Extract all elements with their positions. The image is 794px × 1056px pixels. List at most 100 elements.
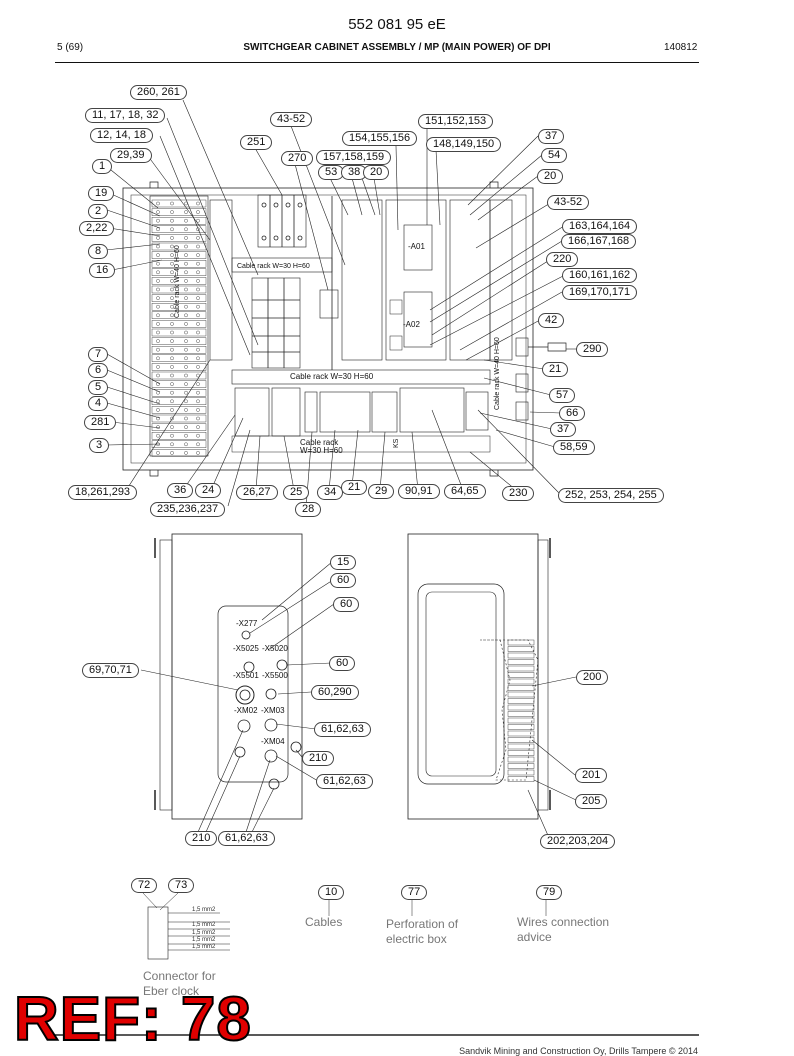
cabinet-outline <box>122 187 534 471</box>
callout-270: 270 <box>281 151 314 166</box>
callout-200: 200 <box>576 670 609 685</box>
callout-4: 4 <box>88 396 109 411</box>
callout-210-a: 210 <box>302 751 335 766</box>
svg-text:1,5 mm2: 1,5 mm2 <box>192 937 216 943</box>
callout-15: 15 <box>330 555 357 570</box>
callout-60-c: 60 <box>329 656 356 671</box>
callout-157: 157,158,159 <box>316 150 392 165</box>
page-title: SWITCHGEAR CABINET ASSEMBLY / MP (MAIN P… <box>243 42 551 53</box>
callout-21: 21 <box>542 362 569 377</box>
callout-252: 252, 253, 254, 255 <box>558 488 664 503</box>
svg-text:1,5 mm2: 1,5 mm2 <box>192 930 216 936</box>
cable-rack-label-top: Cable rack W=30 H=60 <box>237 263 310 270</box>
callout-29-39: 29,39 <box>110 148 152 163</box>
footer-copyright: Sandvik Mining and Construction Oy, Dril… <box>459 1046 698 1056</box>
callout-25: 25 <box>283 485 310 500</box>
callout-6: 6 <box>88 363 109 378</box>
callout-72: 72 <box>131 878 158 893</box>
page-number: 5 (69) <box>57 42 84 53</box>
perforation-label-1: Perforation of <box>386 917 459 931</box>
callout-16: 16 <box>89 263 116 278</box>
callout-42: 42 <box>538 313 565 328</box>
callout-73: 73 <box>168 878 195 893</box>
callout-220: 220 <box>546 252 579 267</box>
svg-text:1,5 mm2: 1,5 mm2 <box>192 907 216 913</box>
callout-210-b: 210 <box>185 831 218 846</box>
connector-label-1: Connector for <box>143 969 216 983</box>
ref-stamp: REF: 78 <box>13 984 252 1055</box>
callout-163: 163,164,164 <box>562 219 638 234</box>
label-x277: -X277 <box>236 619 258 628</box>
callout-235: 235,236,237 <box>150 502 226 517</box>
callout-169: 169,170,171 <box>562 285 638 300</box>
callout-60-290: 60,290 <box>311 685 359 700</box>
label-xm04: -XM04 <box>261 737 285 746</box>
callout-43-52-right: 43-52 <box>547 195 590 210</box>
label-xm02: -XM02 <box>234 706 258 715</box>
label-x5500: -X5500 <box>262 671 288 680</box>
label-x5020: -X5020 <box>262 644 288 653</box>
callout-151: 151,152,153 <box>418 114 494 129</box>
callout-205: 205 <box>575 794 608 809</box>
callout-10: 10 <box>318 885 345 900</box>
callout-58-59: 58,59 <box>553 440 595 455</box>
svg-text:1,5 mm2: 1,5 mm2 <box>192 922 216 928</box>
callout-21-bottom: 21 <box>341 480 368 495</box>
callout-28: 28 <box>295 502 322 517</box>
perforation-label-2: electric box <box>386 932 447 946</box>
callout-77: 77 <box>401 885 428 900</box>
date-code: 140812 <box>664 42 698 53</box>
wires-label-2: advice <box>517 930 552 944</box>
callout-61-b: 61,62,63 <box>316 774 373 789</box>
callout-54: 54 <box>541 148 568 163</box>
callout-36: 36 <box>167 483 194 498</box>
callout-201: 201 <box>575 768 608 783</box>
svg-text:1,5 mm2: 1,5 mm2 <box>192 944 216 950</box>
label-x5501: -X5501 <box>233 671 259 680</box>
callout-61-c: 61,62,63 <box>218 831 275 846</box>
cable-rack-label-right: Cable rack W=40 H=60 <box>494 337 501 410</box>
callout-37-b: 37 <box>550 422 577 437</box>
ks-label: KS <box>393 438 400 448</box>
door-terminal-block <box>507 639 535 782</box>
callout-60-b: 60 <box>333 597 360 612</box>
callout-166: 166,167,168 <box>561 234 637 249</box>
callout-230: 230 <box>502 486 535 501</box>
callout-66: 66 <box>559 406 586 421</box>
connector-label-2: Eber clock <box>143 984 200 998</box>
callout-281: 281 <box>84 415 117 430</box>
callout-26-27: 26,27 <box>236 485 278 500</box>
callout-202: 202,203,204 <box>540 834 616 849</box>
callout-60-a: 60 <box>330 573 357 588</box>
callout-57: 57 <box>549 388 576 403</box>
callout-79: 79 <box>536 885 563 900</box>
cable-rack-label-bottom: Cable rack <box>300 438 339 447</box>
callout-251: 251 <box>240 135 273 150</box>
callout-5: 5 <box>88 380 109 395</box>
callout-260: 260, 261 <box>130 85 187 100</box>
label-x5025: -X5025 <box>233 644 259 653</box>
callout-53: 53 <box>318 165 345 180</box>
callout-64-65: 64,65 <box>444 484 486 499</box>
callout-29-bottom: 29 <box>368 484 395 499</box>
header-rule <box>55 62 699 63</box>
callout-8: 8 <box>88 244 109 259</box>
callout-24: 24 <box>195 483 222 498</box>
callout-43-52-top: 43-52 <box>270 112 313 127</box>
callout-20-b: 20 <box>537 169 564 184</box>
callout-20-a: 20 <box>363 165 390 180</box>
callout-19: 19 <box>88 186 115 201</box>
callout-148: 148,149,150 <box>426 137 502 152</box>
callout-2: 2 <box>88 204 109 219</box>
cable-rack-label-left: Cable rack W=40 H=60 <box>174 245 181 318</box>
callout-3: 3 <box>89 438 110 453</box>
callout-61-a: 61,62,63 <box>314 722 371 737</box>
callout-2-22: 2,22 <box>79 221 115 236</box>
a02-label: -A02 <box>403 320 420 329</box>
callout-37-a: 37 <box>538 129 565 144</box>
callout-290: 290 <box>576 342 609 357</box>
cable-rack-label-bottom-2: W=30 H=60 <box>300 446 343 455</box>
cables-label: Cables <box>305 915 343 929</box>
callout-160: 160,161,162 <box>562 268 638 283</box>
